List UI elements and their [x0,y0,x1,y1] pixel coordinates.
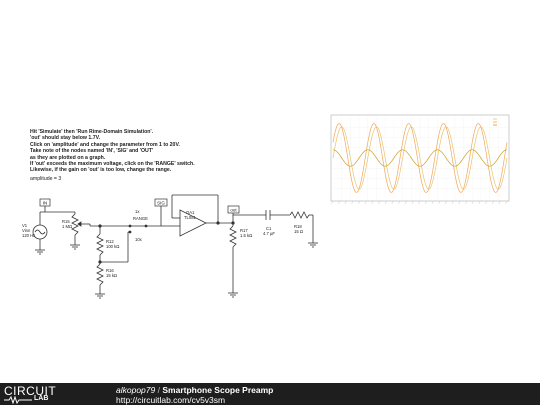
x-tick-mark [451,200,454,205]
x-tick-mark [438,200,441,205]
r17-value: 1.5 kΩ [240,233,252,238]
x-tick-mark [351,200,354,205]
x-tick-mark [445,200,447,205]
instruction-line: Likewise, if the gain on 'out' is too lo… [30,167,172,174]
x-tick-mark [465,200,468,205]
ground-r18-icon [308,242,318,248]
series-line-sig [332,123,508,193]
r18-value: 15 Ω [294,229,303,234]
author-link[interactable]: alkopop79 [116,385,156,395]
circuit-title-line: alkopop79 / Smartphone Scope Preamp [116,385,273,395]
plot-legend [493,118,497,126]
r15-resistor[interactable] [71,213,79,236]
logo-wave-icon [4,396,32,404]
instruction-line: as they are plotted on a graph. [30,154,106,161]
plot-x-ticks [331,200,508,205]
instruction-line: Take note of the nodes named 'IN', 'SIG'… [30,148,154,155]
v1-value: Vinn [22,228,31,233]
x-tick-mark [478,200,481,205]
instruction-line: Click on 'amplitude' and change the para… [30,141,180,148]
x-tick-mark [398,200,401,205]
ground-r16-icon [95,293,105,299]
logo-text-top: CIRCUIT [4,384,57,398]
x-tick-mark [471,200,474,205]
node-label-sig-text: SIG [157,201,165,206]
plot-series [332,123,508,193]
x-tick-mark [418,200,421,205]
x-tick-mark [358,200,360,205]
ground-v1-icon [35,249,45,255]
x-tick-mark [391,200,394,205]
opamp-model: TL081 [184,215,197,220]
node-label-out[interactable]: out [227,205,240,214]
switch-name: RANGE [133,216,148,221]
r12-resistor[interactable] [96,233,104,256]
schematic [32,194,318,299]
r15-value: 1 MΩ [62,224,72,229]
switch-pos2: 10x [135,237,143,242]
logo-text-bottom: LAB [34,395,49,402]
x-tick-mark [344,200,347,205]
v1-freq: 120 Hz [22,233,35,238]
r16-value: 15 kΩ [106,273,117,278]
node-label-out-text: out [230,208,237,213]
instruction-line: Hit 'Simulate' then 'Run Rime-Domain Sim… [30,129,154,135]
circuit-title[interactable]: Smartphone Scope Preamp [162,385,274,395]
r12-name: R12 [106,239,114,244]
ground-r15-icon [70,244,80,250]
switch-pos1: 1x [135,209,140,214]
node-label-in-text: IN [43,201,48,206]
c1-value: 4.7 µF [263,231,275,236]
r18-resistor[interactable] [289,211,310,219]
oa1-opamp[interactable] [179,209,207,237]
x-tick-mark [498,200,501,205]
r15-wiper-arrow [77,221,82,227]
instruction-line: If 'out' exceeds the maximum voltage, cl… [30,161,195,168]
title-separator: / [157,385,160,395]
series-line-in [332,126,508,190]
amplitude-parameter[interactable]: amplitude = 3 [30,175,62,182]
range-switch[interactable] [128,224,148,234]
r12-value: 100 kΩ [106,244,119,249]
r15-name: R15 [62,219,70,224]
x-tick-mark [364,200,367,205]
circuit-url[interactable]: http://circuitlab.com/cv5v3sm [116,395,226,405]
x-tick-mark [378,200,381,205]
footer-bar: CIRCUIT LAB [0,383,540,405]
circuitlab-logo[interactable]: CIRCUIT LAB [4,384,62,404]
c1-name: C1 [266,226,272,231]
x-tick-mark [371,200,374,205]
x-tick-mark [404,200,407,205]
r17-name: R17 [240,228,248,233]
canvas: IN SIG out V1 Vinn 120 Hz R15 1 MΩ R12 1… [22,114,510,299]
ground-r17-icon [228,292,238,298]
x-tick-mark [491,200,494,205]
x-tick-mark [338,200,340,205]
x-tick-mark [411,200,414,205]
x-tick-mark [431,200,434,205]
x-tick-mark [458,200,461,205]
scope-plot[interactable] [330,114,510,205]
node-label-in[interactable]: IN [39,198,51,207]
node-label-sig[interactable]: SIG [154,198,168,207]
x-tick-mark [331,200,334,205]
series-line-out [332,149,508,167]
r18-name: R18 [294,224,302,229]
opamp-name: OA1 [186,210,195,215]
r17-resistor[interactable] [229,225,237,248]
x-tick-mark [505,200,508,205]
v1-sine-glyph [34,229,46,235]
r16-resistor[interactable] [96,263,104,286]
x-tick-mark [384,200,387,205]
instructions-block: Hit 'Simulate' then 'Run Rime-Domain Sim… [30,129,195,182]
r16-name: R16 [106,268,114,273]
x-tick-mark [485,200,488,205]
v1-name: V1 [22,223,28,228]
instruction-line: 'out' should stay below 1.7V. [30,135,101,142]
x-tick-mark [425,200,427,205]
